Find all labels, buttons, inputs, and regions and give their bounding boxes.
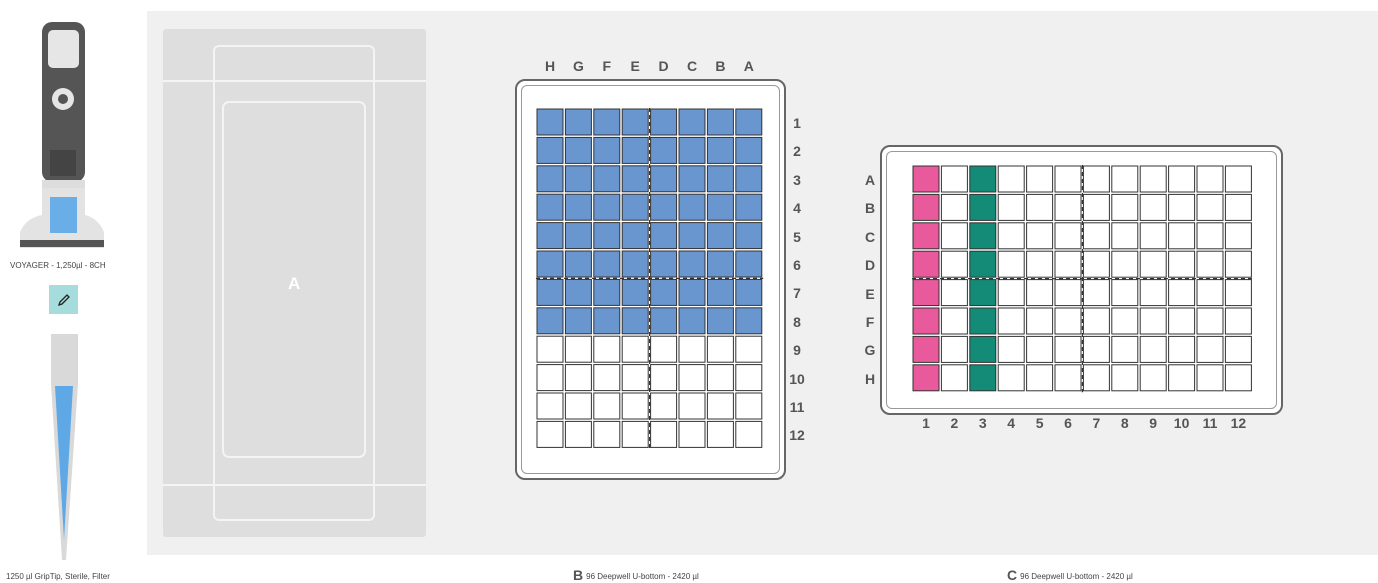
plate-b-row-label: 5 bbox=[786, 229, 808, 245]
plate-b-row-label: 4 bbox=[786, 200, 808, 216]
edit-pipette-button[interactable] bbox=[49, 285, 78, 314]
plate-c-col-label: 2 bbox=[939, 415, 969, 431]
plate-b-col-label: H bbox=[537, 58, 563, 74]
pipette-name: VOYAGER - 1,250µl - 8CH bbox=[10, 261, 106, 270]
plate-c-col-label: 12 bbox=[1223, 415, 1253, 431]
plate-c-col-label: 6 bbox=[1053, 415, 1083, 431]
plate-c-letter: C bbox=[1007, 567, 1017, 583]
pipette-display-icon bbox=[48, 30, 79, 68]
plate-b-row-label: 6 bbox=[786, 257, 808, 273]
tip-collar bbox=[51, 334, 78, 384]
plate-c-col-label: 5 bbox=[1025, 415, 1055, 431]
plate-b-col-label: G bbox=[565, 58, 591, 74]
plate-c-col-label: 10 bbox=[1167, 415, 1197, 431]
plate-b-col-label: F bbox=[594, 58, 620, 74]
plate-c-row-label: G bbox=[860, 342, 880, 358]
plate-b-row-label: 3 bbox=[786, 172, 808, 188]
plate-b-row-label: 8 bbox=[786, 314, 808, 330]
plate-b-row-label: 12 bbox=[786, 427, 808, 443]
plate-c-col-label: 7 bbox=[1081, 415, 1111, 431]
plate-c-col-label: 9 bbox=[1138, 415, 1168, 431]
plate-b-col-label: C bbox=[679, 58, 705, 74]
plate-b bbox=[515, 79, 786, 480]
plate-b-description: 96 Deepwell U-bottom - 2420 µl bbox=[586, 572, 699, 581]
tip-name: 1250 µl GripTip, Sterile, Filter bbox=[6, 572, 110, 581]
plate-c-row-label: B bbox=[860, 200, 880, 216]
plate-c-row-label: A bbox=[860, 172, 880, 188]
plate-c-col-label: 11 bbox=[1195, 415, 1225, 431]
plate-c bbox=[880, 145, 1283, 415]
plate-b-row-label: 2 bbox=[786, 143, 808, 159]
plate-c-description: 96 Deepwell U-bottom - 2420 µl bbox=[1020, 572, 1133, 581]
plate-b-col-label: E bbox=[622, 58, 648, 74]
plate-c-row-label: F bbox=[860, 314, 880, 330]
pipette-window bbox=[50, 197, 77, 233]
plate-c-row-label: E bbox=[860, 286, 880, 302]
plate-c-row-label: C bbox=[860, 229, 880, 245]
plate-c-col-label: 3 bbox=[968, 415, 998, 431]
plate-c-row-label: D bbox=[860, 257, 880, 273]
pipette-panel: VOYAGER - 1,250µl - 8CH 1250 µl GripTip,… bbox=[0, 0, 130, 582]
plate-b-row-label: 7 bbox=[786, 285, 808, 301]
plate-b-letter: B bbox=[573, 567, 583, 583]
plate-c-col-label: 1 bbox=[911, 415, 941, 431]
plate-c-row-label: H bbox=[860, 371, 880, 387]
plate-b-col-label: D bbox=[651, 58, 677, 74]
plate-c-col-label: 4 bbox=[996, 415, 1026, 431]
plate-b-row-label: 11 bbox=[786, 399, 808, 415]
plate-b-row-label: 9 bbox=[786, 342, 808, 358]
pencil-icon bbox=[56, 292, 72, 308]
slot-a-label: A bbox=[288, 274, 300, 294]
plate-b-col-label: B bbox=[707, 58, 733, 74]
plate-c-col-label: 8 bbox=[1110, 415, 1140, 431]
plate-b-row-label: 10 bbox=[786, 371, 808, 387]
plate-b-col-label: A bbox=[736, 58, 762, 74]
plate-b-row-label: 1 bbox=[786, 115, 808, 131]
